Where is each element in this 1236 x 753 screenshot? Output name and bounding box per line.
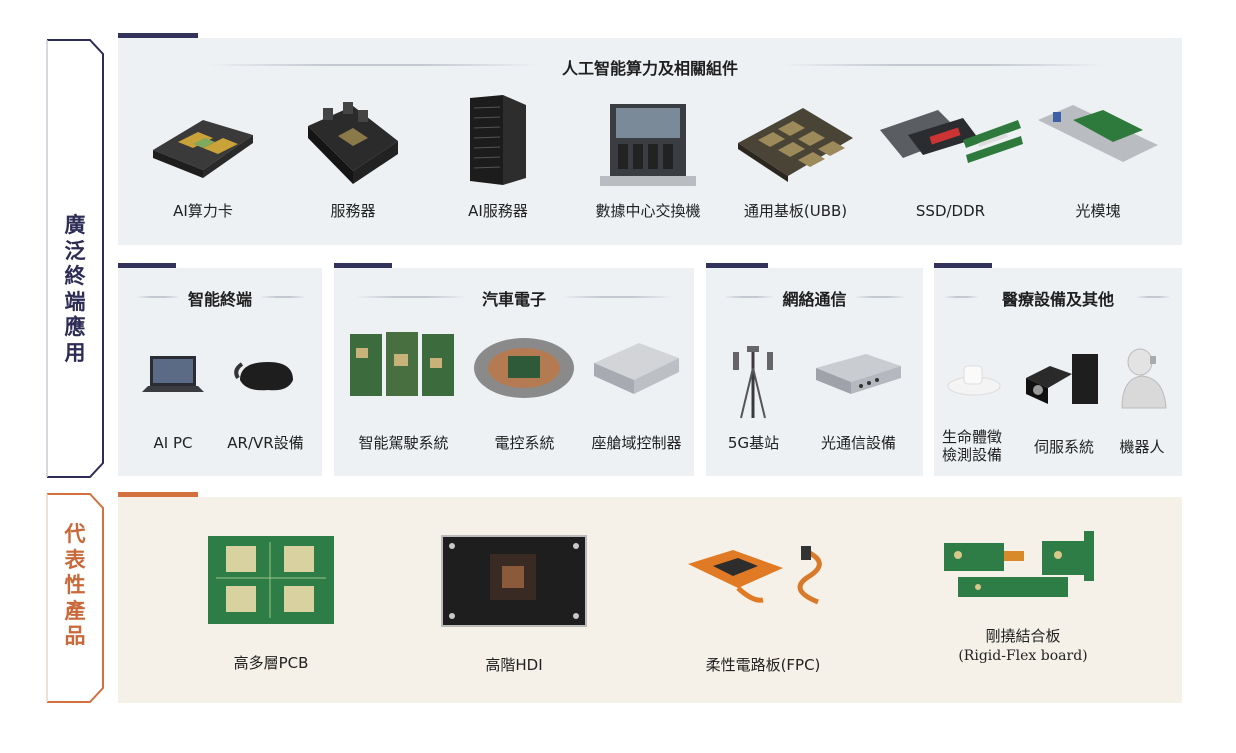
- applications-side-label: 廣泛終端應用: [45, 38, 105, 479]
- accent-bar: [118, 263, 176, 268]
- rack-server-icon: [470, 95, 526, 185]
- network-panel: 網絡通信 5G基站 光通信設備: [706, 263, 923, 476]
- smart-terminal-title: 智能終端: [118, 286, 322, 310]
- ai-computing-panel: 人工智能算力及相關組件 AI算力卡 服務器: [118, 33, 1182, 245]
- optical-equipment-label: 光通信設備: [820, 434, 896, 452]
- multilayer-pcb-label: 高多層PCB: [233, 654, 309, 672]
- accent-bar: [118, 33, 198, 38]
- ai-card-label: AI算力卡: [173, 202, 233, 220]
- optical-module-label: 光模塊: [1075, 202, 1121, 220]
- robot-label: 機器人: [1119, 438, 1165, 456]
- smart-driving-label: 智能駕駛系統: [358, 434, 449, 452]
- flexible-circuit-icon: [688, 546, 822, 605]
- accent-bar-orange: [118, 492, 198, 497]
- motor-controller-icon: [474, 338, 574, 398]
- bracket-frame-navy: [46, 39, 104, 478]
- robot-icon: [1121, 348, 1167, 409]
- rigid-flex-board-icon: [944, 531, 1094, 597]
- medical-title: 醫療設備及其他: [934, 286, 1182, 310]
- servo-motor-icon: [1026, 354, 1098, 404]
- vr-headset-icon: [234, 362, 293, 391]
- ssd-ddr-label: SSD/DDR: [915, 202, 986, 220]
- ecu-label: 電控系統: [494, 434, 555, 452]
- optical-module-icon: [1038, 105, 1158, 162]
- ubb-label: 通用基板(UBB): [743, 202, 848, 220]
- network-title: 網絡通信: [706, 286, 923, 310]
- controller-box-icon: [594, 343, 679, 394]
- bracket-frame-orange: [46, 493, 104, 703]
- laptop-icon: [142, 356, 204, 392]
- circuit-boards-icon: [350, 332, 454, 396]
- hdi-board-icon: [441, 535, 587, 627]
- vital-signs-label-2: 檢測設備: [941, 446, 1002, 464]
- applications-label: 廣泛終端應用: [64, 213, 86, 365]
- fpc-label: 柔性電路板(FPC): [705, 656, 821, 674]
- rigid-flex-label-en: (Rigid-Flex board): [958, 648, 1088, 664]
- cockpit-controller-label: 座艙域控制器: [591, 434, 682, 452]
- servo-system-label: 伺服系統: [1033, 438, 1094, 456]
- ssd-memory-icon: [880, 110, 1023, 163]
- medical-panel: 醫療設備及其他 生命體徵 檢測設備 伺服系統 機器人: [934, 263, 1182, 476]
- ai-pc-label: AI PC: [153, 434, 193, 452]
- products-label: 代表性產品: [64, 522, 86, 648]
- switch-icon: [600, 104, 696, 186]
- data-center-switch-label: 數據中心交換機: [595, 202, 701, 220]
- server-icon: [308, 102, 398, 184]
- products-side-label: 代表性產品: [45, 492, 105, 704]
- network-device-icon: [816, 354, 901, 394]
- automotive-title: 汽車電子: [334, 286, 694, 310]
- medical-device-icon: [947, 365, 1001, 396]
- smart-terminal-panel: 智能終端 AI PC AR/VR設備: [118, 263, 322, 476]
- ai-section-title: 人工智能算力及相關組件: [118, 55, 1182, 79]
- products-panel: 高多層PCB 高階HDI 柔性電路板(FPC) 剛撓結合板: [118, 492, 1182, 703]
- vital-signs-label-1: 生命體徵: [941, 428, 1002, 446]
- multilayer-pcb-icon: [208, 536, 334, 624]
- hdi-label: 高階HDI: [485, 656, 543, 674]
- accent-bar: [706, 263, 768, 268]
- 5g-station-label: 5G基站: [727, 434, 780, 452]
- automotive-panel: 汽車電子 智能駕駛系統 電控系統 座艙域控制器: [334, 263, 694, 476]
- cell-tower-icon: [733, 346, 773, 419]
- gpu-card-icon: [153, 120, 253, 178]
- ar-vr-label: AR/VR設備: [227, 434, 304, 452]
- rigid-flex-label: 剛撓結合板: [985, 627, 1061, 645]
- accent-bar: [334, 263, 392, 268]
- accent-bar: [934, 263, 992, 268]
- server-label: 服務器: [330, 202, 376, 220]
- ubb-board-icon: [738, 108, 853, 182]
- ai-server-label: AI服務器: [468, 202, 528, 220]
